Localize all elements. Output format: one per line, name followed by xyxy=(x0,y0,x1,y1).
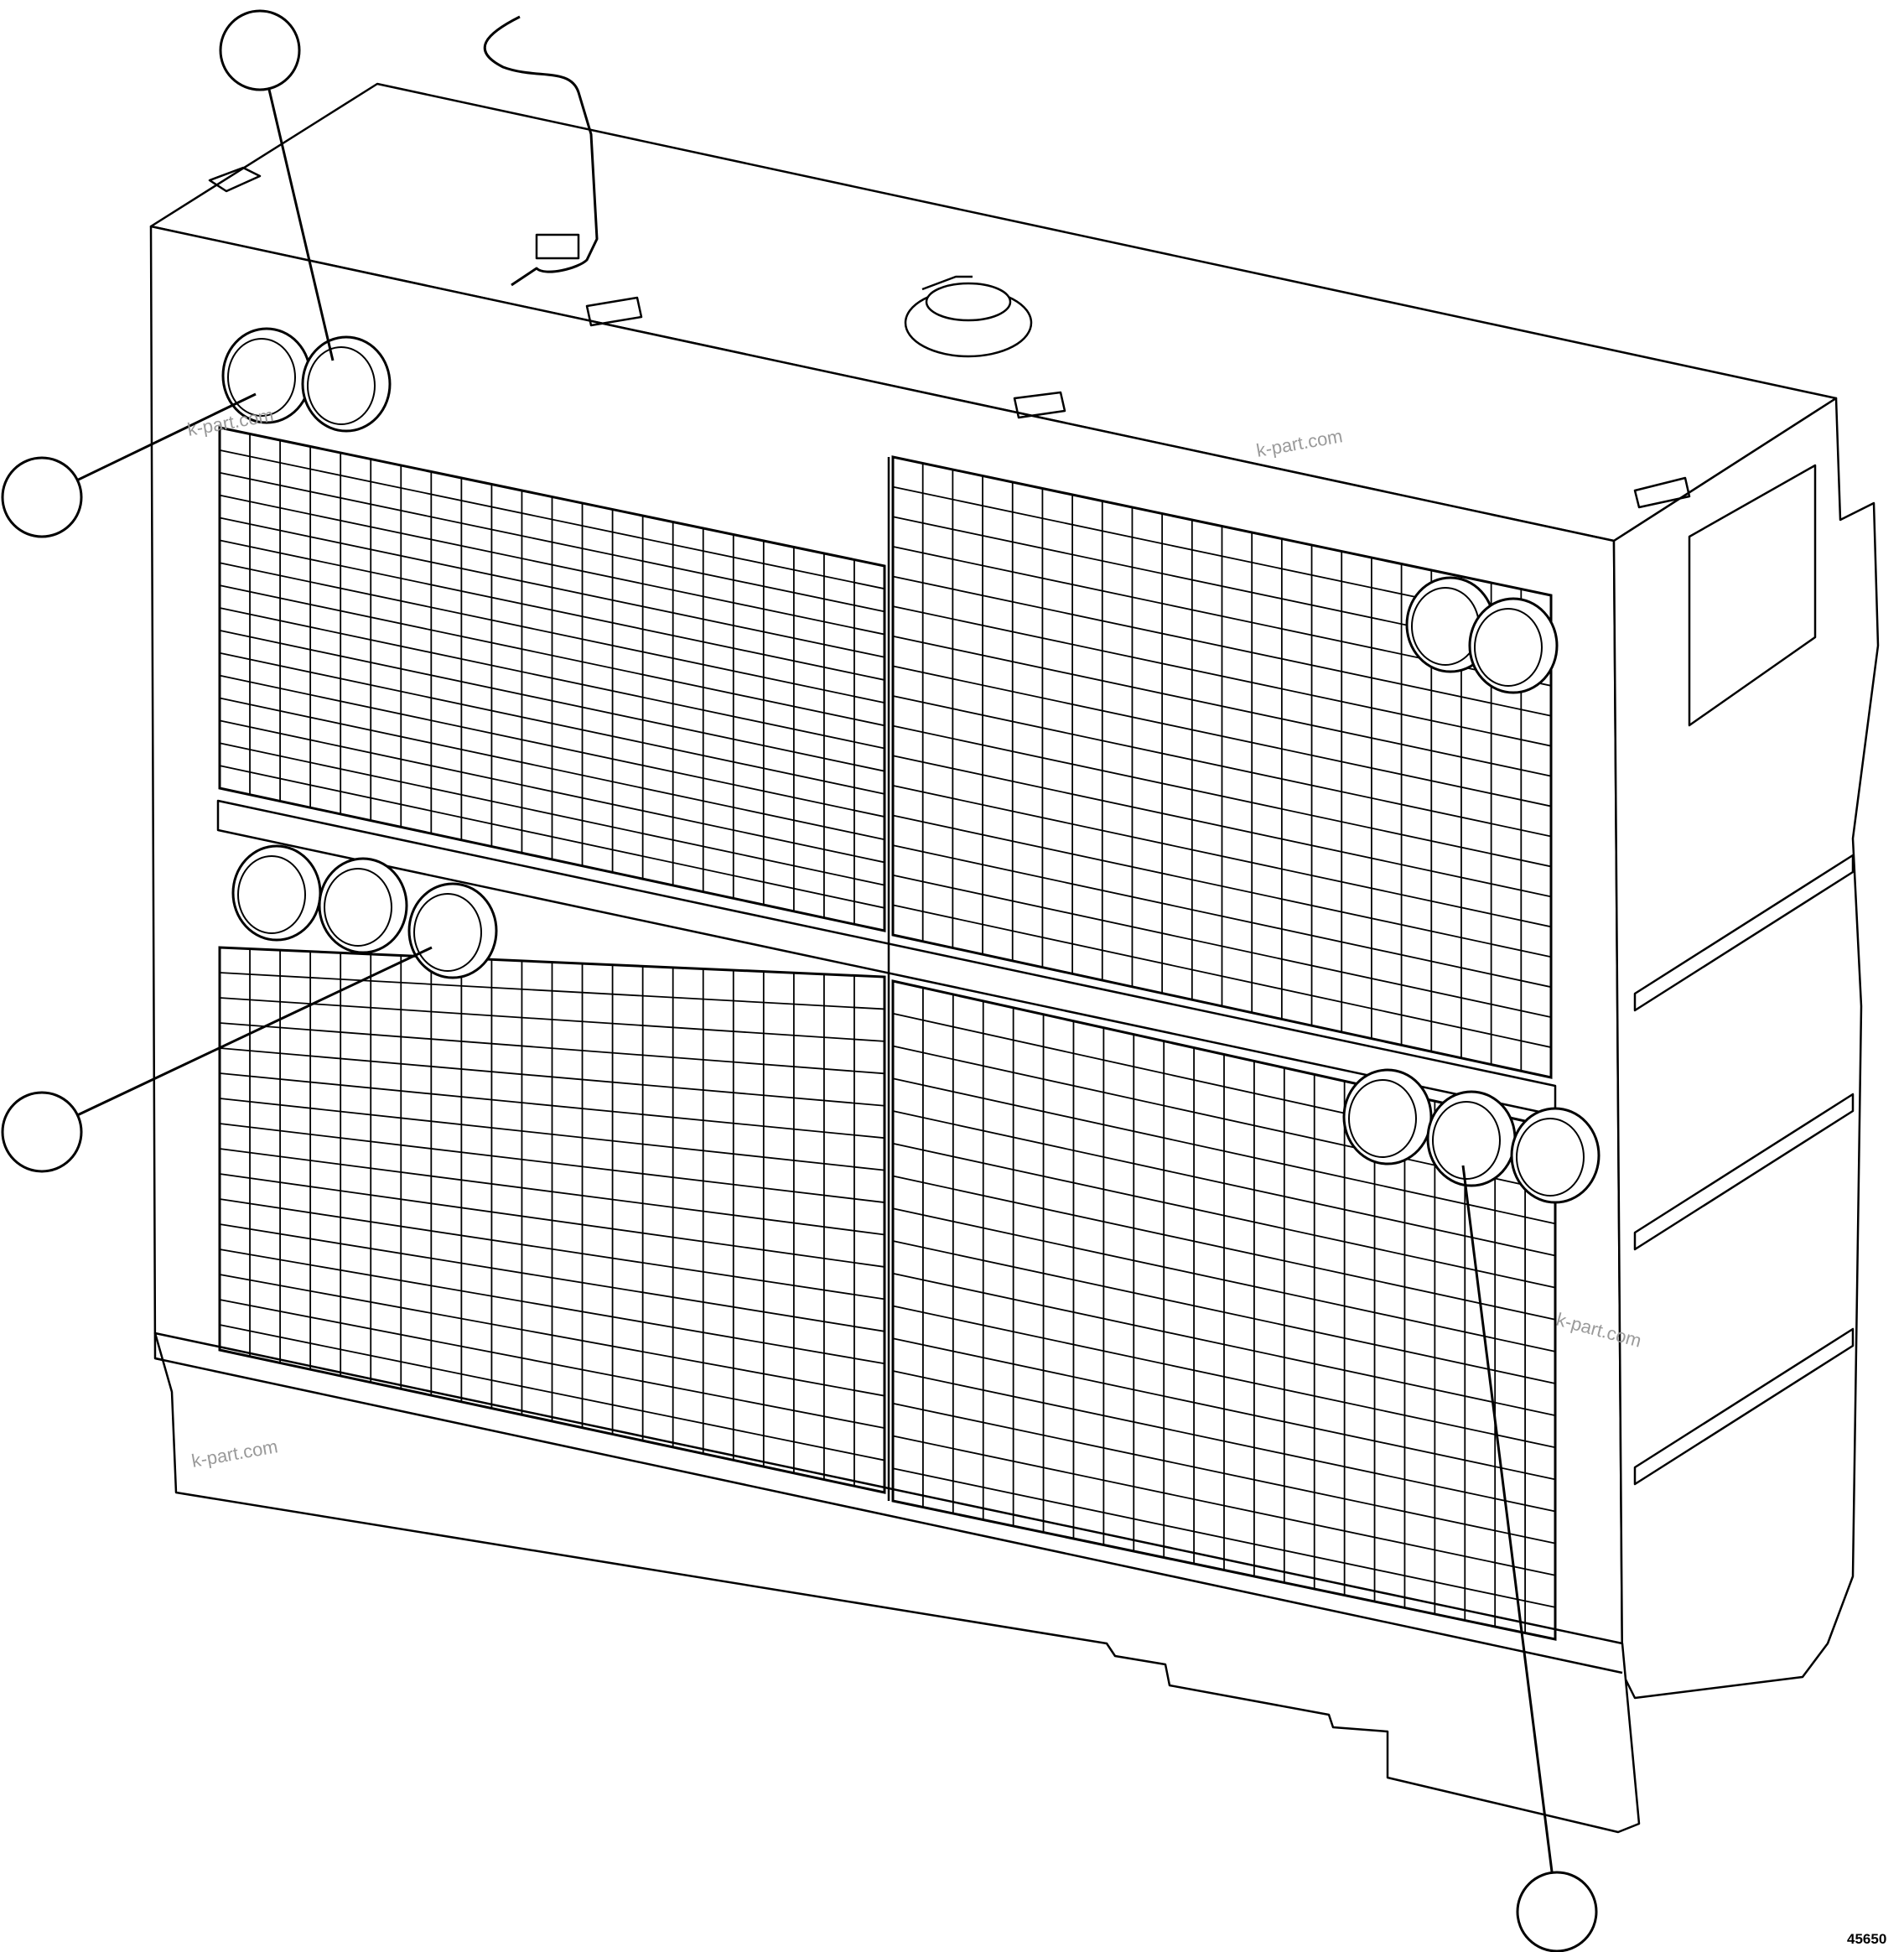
callout-leader-line xyxy=(258,49,335,361)
grille-bar-horizontal xyxy=(219,674,885,818)
grille-bar-horizontal xyxy=(219,607,885,750)
grille-bar-horizontal xyxy=(219,742,885,886)
grille-bar-horizontal xyxy=(892,575,1552,717)
grille-bar-horizontal xyxy=(219,562,885,704)
grille-bar-horizontal xyxy=(219,1324,885,1461)
harness-bracket xyxy=(535,233,580,260)
grille-bar-horizontal xyxy=(892,1305,1556,1449)
grille-bar-horizontal xyxy=(892,1142,1556,1289)
fill-cap-handle xyxy=(921,275,973,291)
grille-bar-horizontal xyxy=(892,755,1552,898)
callout-balloon xyxy=(1,456,83,538)
hose-port-fitting xyxy=(221,327,312,424)
callout-balloon xyxy=(1,1091,83,1173)
grille-bar-horizontal xyxy=(892,844,1552,989)
grille-bar-horizontal xyxy=(892,784,1552,928)
grille-bar-horizontal xyxy=(219,1173,885,1268)
grille-bar-horizontal xyxy=(219,1249,885,1365)
grille-bar-horizontal xyxy=(892,1435,1556,1576)
grille-bar-horizontal xyxy=(892,635,1552,777)
hose-port-fitting xyxy=(1342,1068,1433,1165)
callout-leader-line xyxy=(1461,1165,1559,1913)
grille-bar-horizontal xyxy=(219,629,885,772)
grille-bar-horizontal xyxy=(219,584,885,727)
upper-left-core xyxy=(218,426,886,932)
grille-bar-horizontal xyxy=(892,605,1552,747)
grille-bar-horizontal xyxy=(892,695,1552,838)
grille-bar-horizontal xyxy=(892,1110,1556,1257)
hose-port-fitting xyxy=(1510,1107,1601,1204)
lower-right-core xyxy=(891,979,1557,1641)
side-strap-1 xyxy=(1633,854,1855,1012)
grille-bar-horizontal xyxy=(219,997,885,1042)
grille-bar-horizontal xyxy=(219,719,885,864)
right-side-panel xyxy=(1612,397,1880,1700)
upper-right-core-frame xyxy=(891,455,1553,1079)
lower-right-core-frame xyxy=(891,979,1557,1641)
grille-bar-horizontal xyxy=(219,1072,885,1140)
grille-bar-horizontal xyxy=(219,1123,885,1203)
base-skid-top-edge xyxy=(154,1357,1623,1674)
grille-bar-horizontal xyxy=(892,1077,1556,1225)
hose-port-fitting xyxy=(1426,1090,1517,1187)
callout-balloon xyxy=(219,9,301,91)
lower-left-core xyxy=(218,946,886,1494)
wiring-harness xyxy=(483,15,599,287)
side-strap-3 xyxy=(1633,1327,1855,1486)
grille-bar-horizontal xyxy=(219,449,885,590)
side-access-cover xyxy=(1688,464,1817,727)
lower-left-core-frame xyxy=(218,946,886,1494)
grille-bar-horizontal xyxy=(219,1148,885,1236)
callout-2 xyxy=(1,392,257,538)
grille-bar-horizontal xyxy=(219,471,885,613)
top-pad-1 xyxy=(208,166,262,193)
grille-bar-horizontal xyxy=(892,1207,1556,1352)
grille-bar-horizontal xyxy=(219,1198,885,1300)
grille-bar-horizontal xyxy=(892,1175,1556,1321)
top-pad-3 xyxy=(1013,391,1066,419)
grille-bar-horizontal xyxy=(892,665,1552,807)
fill-cap-top xyxy=(925,282,1012,322)
grille-bar-horizontal xyxy=(892,1370,1556,1513)
grille-bar-horizontal xyxy=(892,724,1552,868)
upper-left-core-frame xyxy=(218,426,886,932)
grille-bar-horizontal xyxy=(892,1337,1556,1481)
grille-bar-horizontal xyxy=(219,1274,885,1397)
grille-bar-horizontal xyxy=(219,697,885,841)
grille-bar-horizontal xyxy=(892,904,1552,1048)
figure-number: 45650 xyxy=(1847,1931,1886,1947)
callout-4 xyxy=(1461,1165,1598,1952)
callout-balloon xyxy=(1516,1871,1598,1952)
grille-bar-horizontal xyxy=(892,874,1552,1019)
hose-port-fitting xyxy=(231,844,322,942)
callout-1 xyxy=(219,9,335,361)
grille-bar-horizontal xyxy=(219,517,885,658)
grille-bar-horizontal xyxy=(219,539,885,681)
grille-bar-horizontal xyxy=(219,494,885,636)
hose-port-fitting xyxy=(1468,597,1559,694)
grille-bar-horizontal xyxy=(219,972,885,1010)
grille-bar-horizontal xyxy=(892,1272,1556,1417)
grille-bar-horizontal xyxy=(892,1240,1556,1384)
side-strap-2 xyxy=(1633,1093,1855,1251)
grille-bar-horizontal xyxy=(219,765,885,909)
callout-leader-line xyxy=(41,946,433,1134)
grille-bar-horizontal xyxy=(892,1402,1556,1544)
grille-bar-horizontal xyxy=(219,1098,885,1171)
grille-bar-horizontal xyxy=(219,652,885,795)
grille-bar-horizontal xyxy=(892,814,1552,958)
base-skid xyxy=(153,1332,1641,1834)
hose-port-fitting xyxy=(301,335,392,433)
grille-bar-horizontal xyxy=(219,1022,885,1075)
top-pad-2 xyxy=(585,296,643,327)
grille-bar-horizontal xyxy=(219,1299,885,1430)
grille-bar-horizontal xyxy=(892,1467,1556,1608)
grille-bar-horizontal xyxy=(219,1223,885,1332)
top-pad-4 xyxy=(1633,476,1691,509)
grille-bar-horizontal xyxy=(219,1047,885,1107)
hose-port-fitting xyxy=(407,882,498,979)
hose-port-fitting xyxy=(318,857,408,954)
callout-3 xyxy=(1,946,433,1173)
